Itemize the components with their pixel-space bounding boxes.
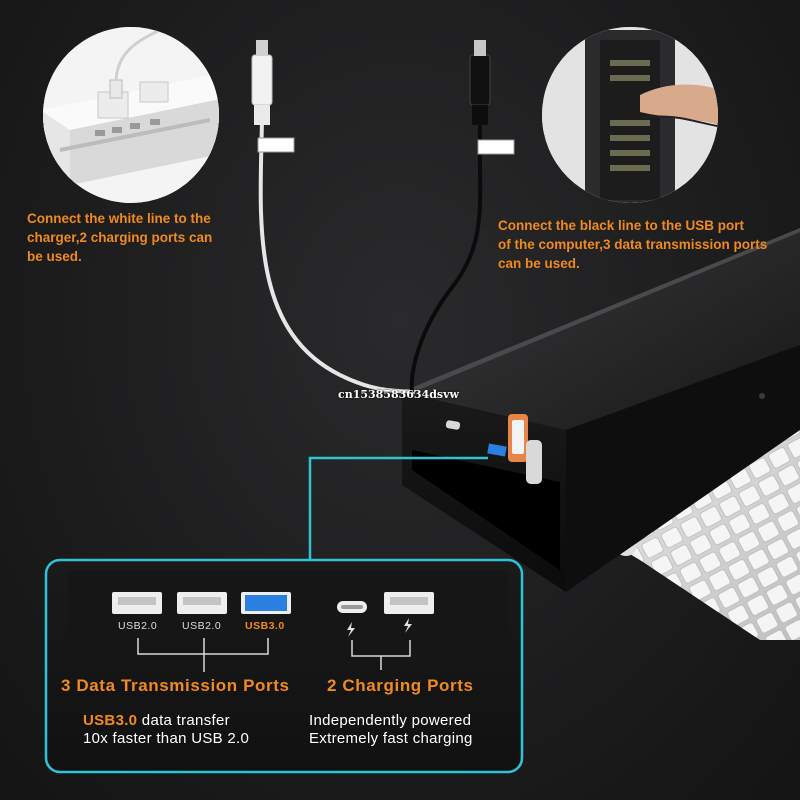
- computer-inset: [542, 27, 718, 203]
- watermark: cn1538583634dsvw: [338, 388, 459, 401]
- caption-line: Connect the white line to the: [27, 211, 211, 226]
- callout-line: [308, 456, 488, 560]
- usb3-highlight: USB3.0: [83, 712, 138, 729]
- usb3-port: [241, 592, 291, 614]
- usb-c-port: [337, 601, 367, 613]
- desc-line: 10x faster than USB 2.0: [83, 730, 250, 747]
- charger-inset: [43, 27, 219, 203]
- port-brackets: [137, 638, 411, 672]
- port-label-usb3: USB3.0: [245, 620, 285, 632]
- desc-line: Extremely fast charging: [309, 730, 473, 747]
- usb2-port-2: [177, 592, 227, 614]
- caption-line: charger,2 charging ports can: [27, 230, 213, 245]
- desc-line: Independently powered: [309, 712, 472, 729]
- monitor-riser: [402, 228, 800, 592]
- usb-a-charging-port: [384, 592, 434, 614]
- charging-description: Independently powered Extremely fast cha…: [309, 712, 473, 748]
- port-label-usb2-1: USB2.0: [118, 620, 158, 632]
- white-cable-instructions: Connect the white line to the charger,2 …: [27, 209, 212, 266]
- port-label-usb2-2: USB2.0: [182, 620, 222, 632]
- caption-line: of the computer,3 data transmission port…: [498, 237, 768, 252]
- lightning-icon: [347, 618, 412, 637]
- usb2-port-1: [112, 592, 162, 614]
- desc-line: data transfer: [137, 712, 230, 729]
- caption-line: be used.: [27, 249, 82, 264]
- black-cable-instructions: Connect the black line to the USB port o…: [498, 216, 767, 273]
- data-ports-heading: 3 Data Transmission Ports: [61, 676, 290, 695]
- charging-ports-heading: 2 Charging Ports: [327, 676, 474, 695]
- cables: [251, 40, 515, 394]
- data-transfer-description: USB3.0 data transfer 10x faster than USB…: [83, 712, 249, 748]
- caption-line: can be used.: [498, 256, 580, 271]
- caption-line: Connect the black line to the USB port: [498, 218, 745, 233]
